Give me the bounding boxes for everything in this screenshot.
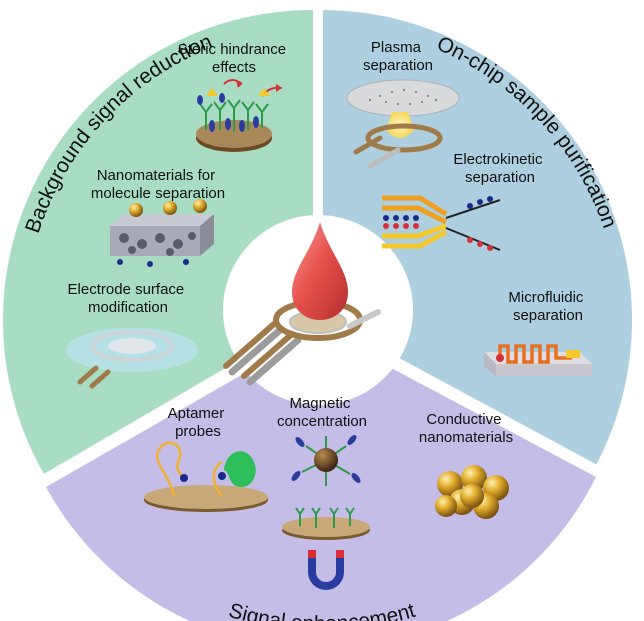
- label-aptamer: Aptamer probes: [168, 405, 229, 440]
- label-nanomaterials: Nanomaterials for molecule separation: [91, 167, 225, 202]
- magnetic-bead-icon: [314, 448, 338, 472]
- aptamer-probes-illustration: [144, 441, 268, 512]
- nanomaterial-block-illustration: [110, 199, 214, 267]
- sector-signal: [46, 330, 596, 621]
- label-magnetic: Magnetic concentration: [277, 395, 367, 430]
- label-conductive: Conductive nanomaterials: [419, 411, 513, 446]
- center-electrode-illustration: [223, 222, 381, 386]
- sector-signal-fill: [46, 330, 596, 621]
- plasma-separation-illustration: [346, 79, 460, 169]
- label-steric: Steric hindrance effects: [178, 41, 291, 76]
- label-electrokinetic: Electrokinetic separation: [453, 151, 546, 186]
- label-microfluidic: Microfluidic separation: [508, 289, 587, 324]
- electrokinetic-illustration: [382, 195, 501, 251]
- steric-hindrance-illustration: [196, 79, 283, 152]
- blood-drop-icon: [292, 222, 348, 320]
- label-plasma: Plasma separation: [363, 39, 433, 74]
- electrode-surface-illustration: [66, 328, 198, 389]
- microfluidic-chip-illustration: [484, 344, 592, 376]
- magnet-icon: [308, 550, 344, 590]
- label-electrode: Electrode surface modification: [68, 281, 189, 316]
- magnetic-concentration-illustration: [282, 435, 370, 590]
- conductive-nanomaterials-illustration: [435, 465, 509, 519]
